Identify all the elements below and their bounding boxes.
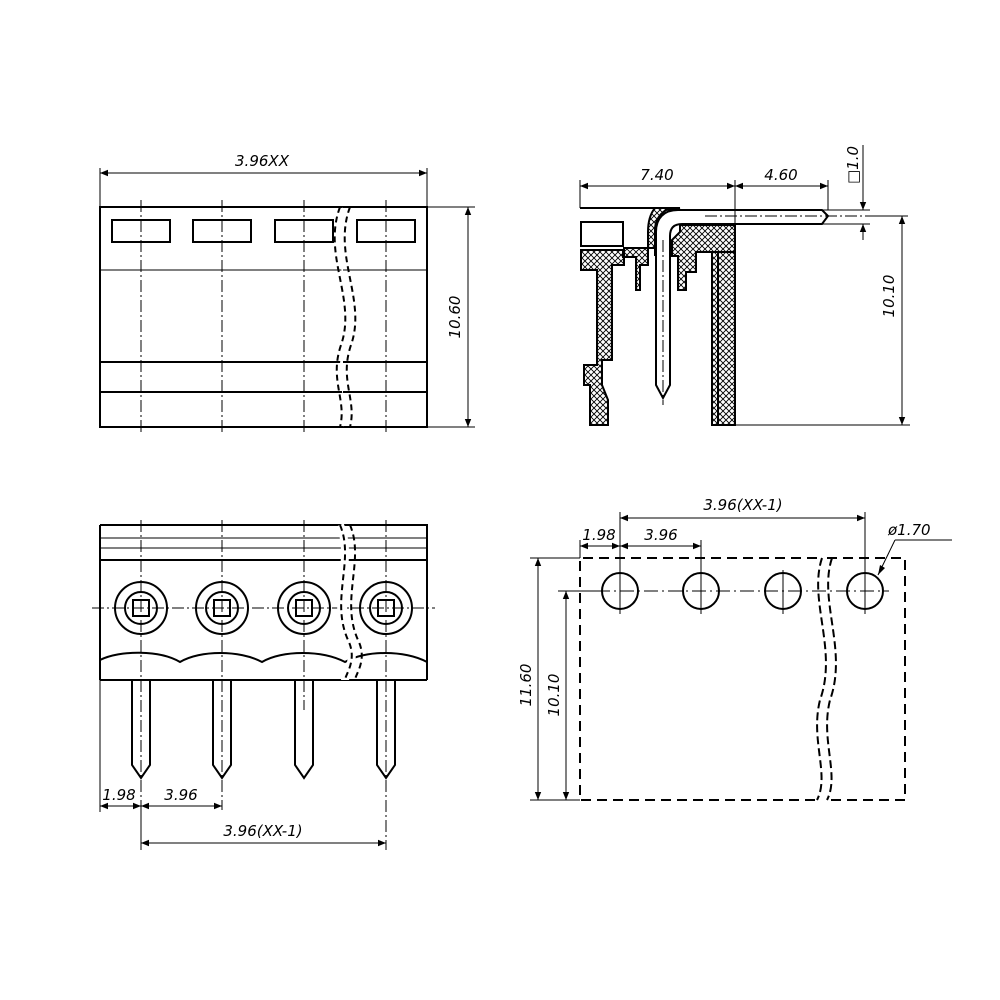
pcb-pitch-label: 3.96 (644, 526, 677, 544)
side-height-label: 10.10 (880, 275, 898, 318)
pcb-layout-view: 1.98 3.96 3.96(XX-1) ø1.70 11.60 10.10 (517, 496, 952, 801)
pcb-total-span-label: 3.96(XX-1) (703, 496, 782, 514)
break-line (337, 207, 349, 427)
pin (131, 680, 151, 780)
pin-size-label: □1.0 (844, 146, 862, 184)
pin (212, 680, 232, 780)
pcb-first-pitch-label: 1.98 (582, 526, 615, 544)
overall-height-label: 10.60 (446, 296, 464, 339)
depth-label: 7.40 (640, 166, 673, 184)
overall-width-label: 3.96XX (235, 152, 290, 170)
pin (294, 680, 314, 780)
pin-first-pitch-label: 1.98 (102, 786, 135, 804)
pin (376, 680, 396, 780)
pin-total-span-label: 3.96(XX-1) (223, 822, 302, 840)
front-view: 3.96XX 10.60 (99, 152, 475, 435)
hole-diameter-label: ø1.70 (887, 521, 931, 539)
pin-pitch-label: 3.96 (164, 786, 197, 804)
pin-view: 1.98 3.96 3.96(XX-1) (92, 520, 435, 850)
bent-pin (655, 209, 830, 401)
outline-height-label: 11.60 (517, 664, 535, 707)
side-view: 7.40 4.60 □1.0 10.10 (579, 145, 910, 426)
pin-length-label: 4.60 (764, 166, 797, 184)
hole-to-edge-label: 10.10 (545, 674, 563, 717)
housing-section (580, 207, 681, 426)
